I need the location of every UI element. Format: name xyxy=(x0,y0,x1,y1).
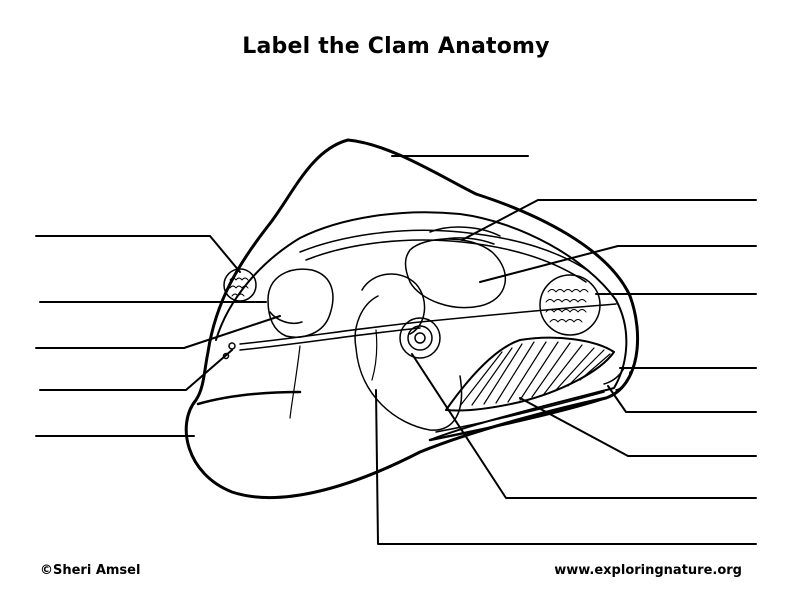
kidney xyxy=(429,226,501,245)
label-line-right-5 xyxy=(607,385,757,413)
stomach xyxy=(361,273,426,335)
mouth xyxy=(269,311,303,324)
posterior-adductor-muscle xyxy=(539,274,601,336)
labial-palps xyxy=(267,268,334,338)
copyright-text: ©Sheri Amsel xyxy=(40,563,141,578)
mantle-edge xyxy=(215,211,628,441)
heart xyxy=(404,238,507,309)
website-link[interactable]: www.exploringnature.org xyxy=(554,563,742,578)
label-line-right-1 xyxy=(461,199,757,241)
label-line-bottom xyxy=(375,389,757,545)
label-line-left-1 xyxy=(35,235,241,273)
shell-rim xyxy=(196,390,608,442)
intestine xyxy=(299,229,591,283)
label-line-left-3 xyxy=(35,315,281,349)
siphons xyxy=(603,367,631,391)
label-line-right-6 xyxy=(519,397,757,457)
clam-shell xyxy=(184,138,640,499)
label-leaders xyxy=(35,155,757,545)
label-line-right-2 xyxy=(479,245,757,283)
clam-illustration xyxy=(184,138,640,499)
gill xyxy=(445,336,615,412)
label-line-left-4 xyxy=(39,349,233,391)
intestinal-coil xyxy=(399,317,441,359)
page-title: Label the Clam Anatomy xyxy=(242,34,550,59)
label-line-right-7 xyxy=(411,353,757,499)
